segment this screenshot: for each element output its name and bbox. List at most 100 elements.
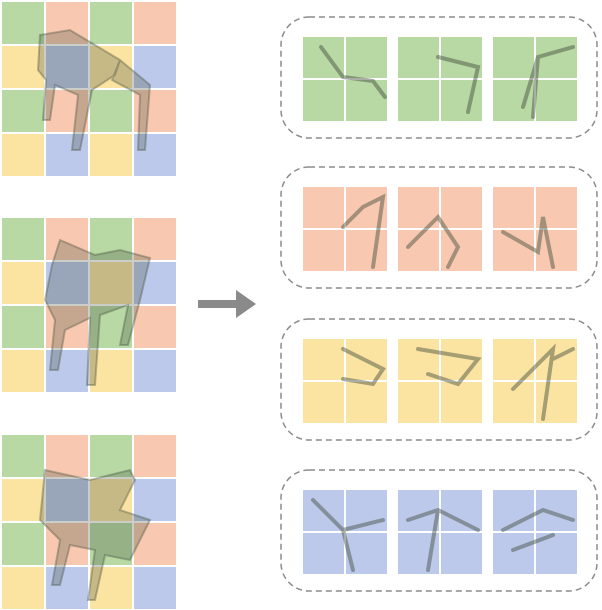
- patch-tile: [493, 339, 534, 380]
- source-images: [2, 2, 176, 609]
- grid-cell: [2, 90, 44, 132]
- chair-fragment: [341, 347, 386, 387]
- patch-tile: [441, 490, 482, 531]
- grid-cell: [2, 479, 44, 521]
- grid-cell: [46, 567, 88, 609]
- patch-tile: [493, 187, 534, 228]
- grid-cell: [90, 567, 132, 609]
- right-arrow-icon: [198, 290, 256, 318]
- grid-cell: [2, 435, 44, 477]
- grid-cell: [134, 46, 176, 88]
- patch-tile: [441, 382, 482, 423]
- grid-cell: [90, 523, 132, 565]
- grid-cell: [134, 350, 176, 392]
- grid-cell: [2, 134, 44, 176]
- group-border: [280, 16, 598, 139]
- patch: [303, 187, 387, 271]
- patch-tile: [536, 80, 577, 121]
- patch-tile: [536, 533, 577, 574]
- chair-silhouette: [43, 238, 152, 386]
- patch-tile: [441, 230, 482, 271]
- patch-tile: [346, 533, 387, 574]
- patch-tile: [346, 382, 387, 423]
- source-grid-image-c: [2, 435, 176, 609]
- chair-fragment: [319, 45, 387, 99]
- patch-tile: [303, 533, 344, 574]
- patch-tile: [303, 382, 344, 423]
- patch: [398, 490, 482, 574]
- patch: [398, 37, 482, 121]
- grid-cell: [90, 2, 132, 44]
- transform-arrow: [198, 290, 256, 318]
- grid-cell: [134, 90, 176, 132]
- patch-groups: [280, 16, 598, 592]
- grid-cell: [90, 90, 132, 132]
- patch-tile: [536, 187, 577, 228]
- patch-tile: [493, 490, 534, 531]
- patch-tile: [493, 382, 534, 423]
- grid-cell: [134, 523, 176, 565]
- grid-cell: [46, 46, 88, 88]
- grid-cell: [2, 350, 44, 392]
- patch-tile: [303, 187, 344, 228]
- grid-cell: [90, 350, 132, 392]
- group-border: [280, 166, 598, 289]
- patch-tile: [346, 37, 387, 78]
- patch-tile: [398, 490, 439, 531]
- grid-cell: [134, 306, 176, 348]
- grid-cell: [2, 306, 44, 348]
- group-border: [280, 469, 598, 592]
- patch-tile: [493, 37, 534, 78]
- patch-tile: [493, 230, 534, 271]
- patch: [493, 187, 577, 271]
- chair-fragment: [501, 216, 555, 269]
- grid-cell: [2, 46, 44, 88]
- patch-tile: [303, 490, 344, 531]
- patch-tile: [536, 339, 577, 380]
- chair-fragment: [436, 55, 481, 114]
- patch: [303, 339, 387, 423]
- chair-fragment: [416, 347, 482, 387]
- patch-tile: [398, 230, 439, 271]
- grid-cell: [134, 479, 176, 521]
- grid-cell: [134, 2, 176, 44]
- grid-cell: [134, 567, 176, 609]
- blue-group: [280, 469, 598, 592]
- grid-cell: [134, 262, 176, 304]
- patch: [398, 339, 482, 423]
- grid-cell: [134, 218, 176, 260]
- grid-cell: [90, 262, 132, 304]
- grid-cell: [46, 262, 88, 304]
- grid-cell: [46, 90, 88, 132]
- grid-cell: [46, 218, 88, 260]
- patch-tile: [398, 187, 439, 228]
- grid-cell: [90, 479, 132, 521]
- patch-tile: [441, 37, 482, 78]
- patch: [303, 37, 387, 121]
- patch: [398, 187, 482, 271]
- patch-tile: [441, 187, 482, 228]
- patch: [303, 490, 387, 574]
- chair-fragment: [511, 343, 575, 421]
- grid-cell: [90, 306, 132, 348]
- patch-tile: [398, 37, 439, 78]
- patch-tile: [346, 187, 387, 228]
- chair-fragment: [406, 507, 480, 572]
- grid-cell: [2, 218, 44, 260]
- grid-cell: [90, 46, 132, 88]
- patch-tile: [536, 37, 577, 78]
- grid-cell: [2, 2, 44, 44]
- grid-cell: [2, 567, 44, 609]
- source-grid-image-b: [2, 218, 176, 392]
- grid-cell: [46, 435, 88, 477]
- patch-tile: [303, 230, 344, 271]
- patch-tile: [441, 80, 482, 121]
- patch-tile: [346, 230, 387, 271]
- chair-fragment: [406, 213, 461, 269]
- patch-tile: [441, 533, 482, 574]
- patch-tile: [493, 533, 534, 574]
- chair-fragment: [341, 193, 386, 269]
- patch: [493, 37, 577, 121]
- patch-tile: [441, 339, 482, 380]
